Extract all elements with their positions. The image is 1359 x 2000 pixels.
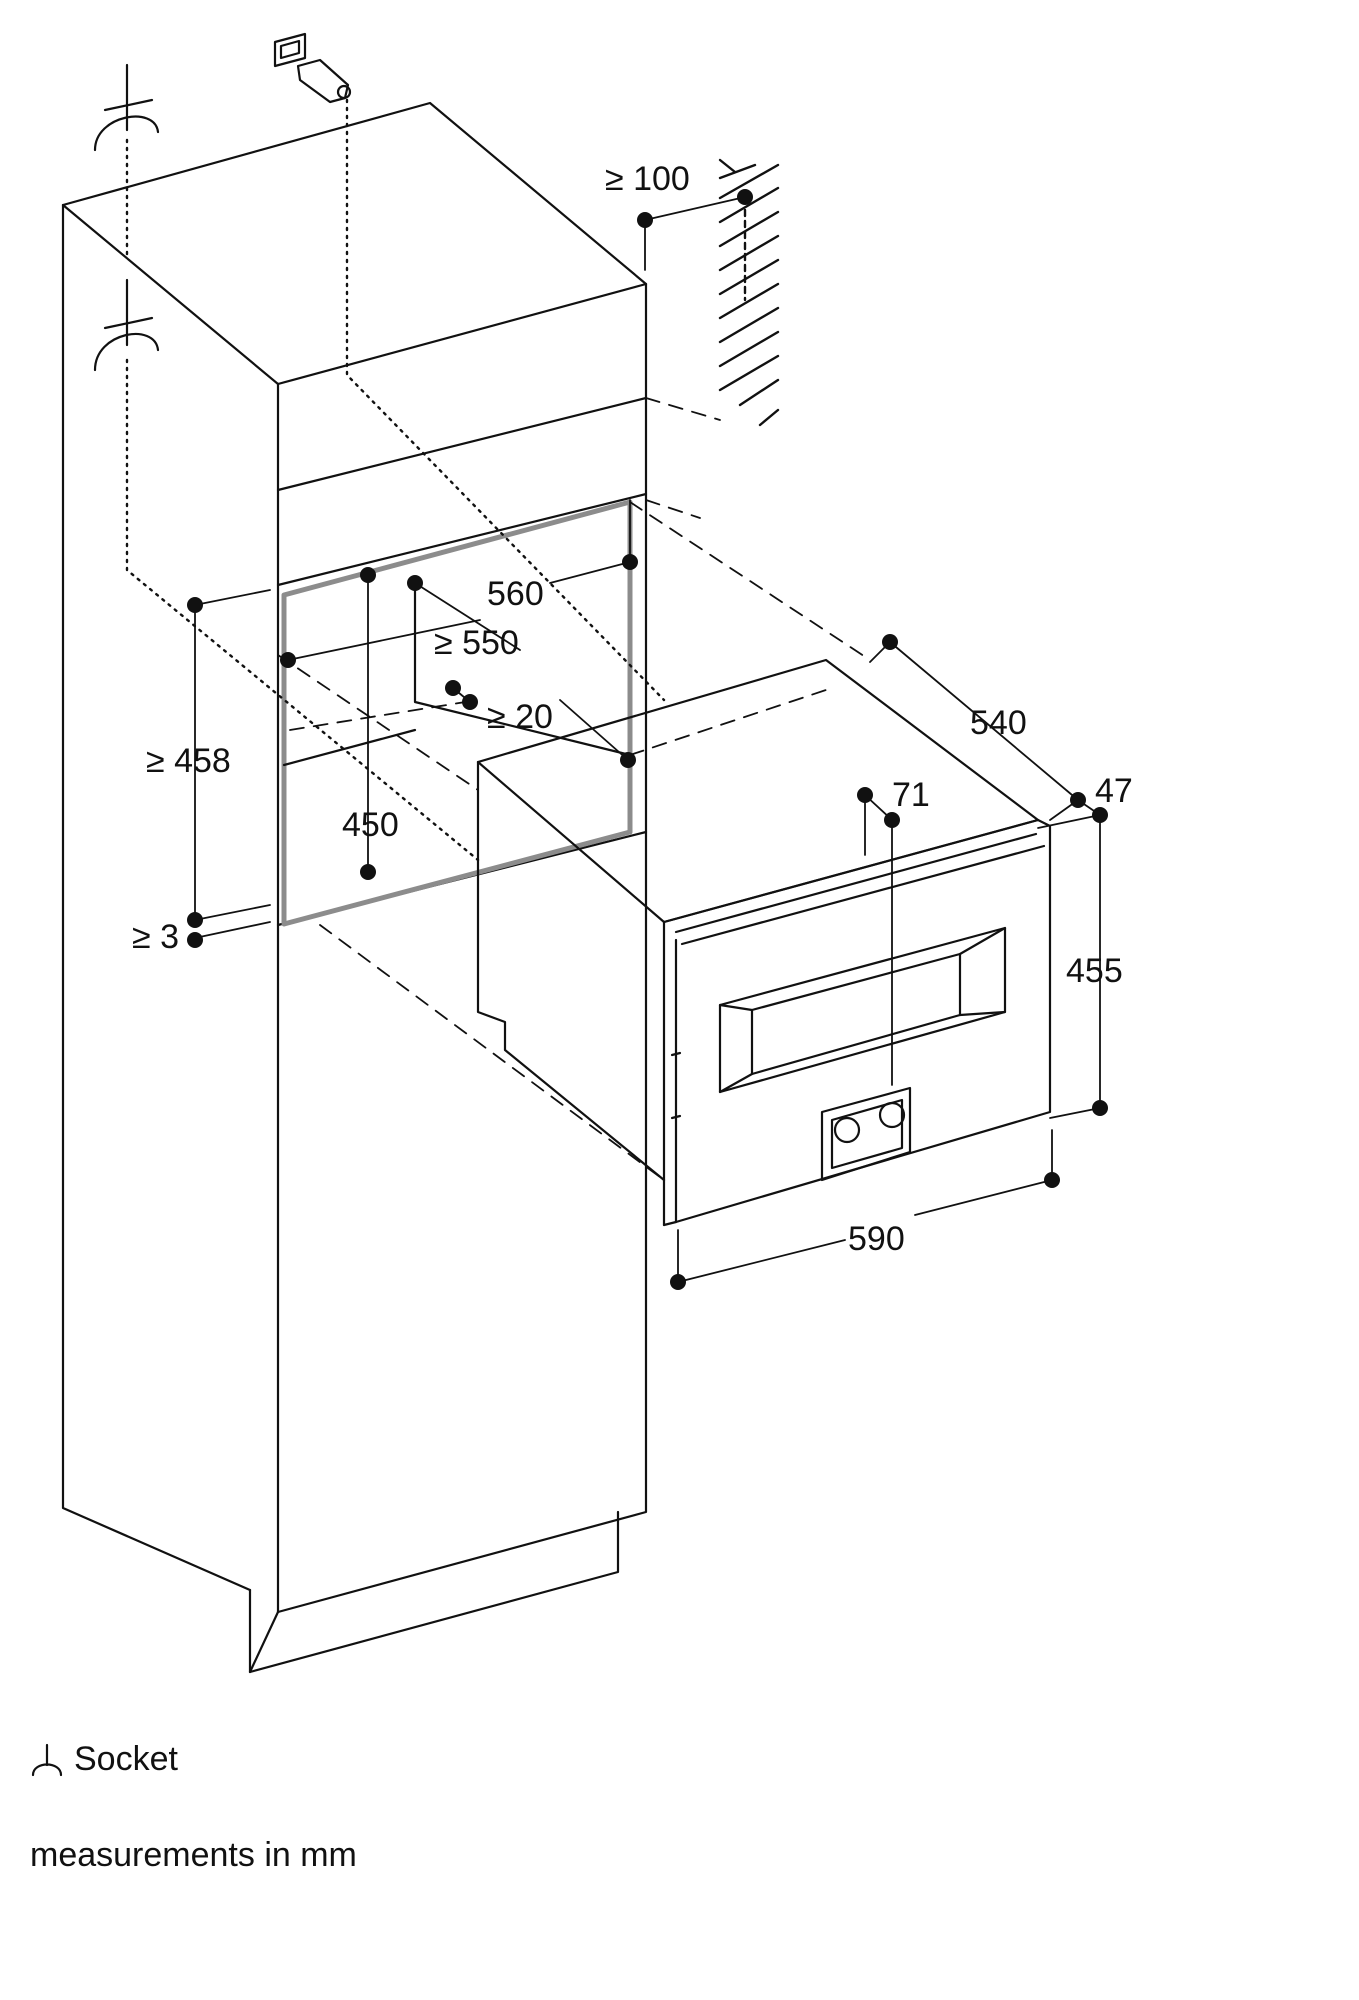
dim-590: 590 <box>848 1220 905 1258</box>
dimension-lines <box>194 196 1101 1283</box>
dim-550: ≥ 550 <box>434 624 519 662</box>
dim-71: 71 <box>892 776 930 814</box>
units-note: measurements in mm <box>30 1836 357 1874</box>
dim-560: 560 <box>487 575 544 613</box>
dim-540: 540 <box>970 704 1027 742</box>
dim-3: ≥ 3 <box>132 918 179 956</box>
appliance-body <box>476 658 1052 1227</box>
legend-socket: Socket <box>30 1740 178 1779</box>
tall-cabinet <box>61 101 648 1674</box>
socket-icon <box>93 63 160 152</box>
dim-450: 450 <box>342 806 399 844</box>
cable-route <box>125 98 666 862</box>
projection-lines <box>277 397 871 1181</box>
niche-opening <box>281 499 633 927</box>
dim-47: 47 <box>1095 772 1133 810</box>
dimension-points <box>187 189 1108 1290</box>
dim-458: ≥ 458 <box>146 742 231 780</box>
socket-icon <box>93 278 160 372</box>
dim-20: ≥ 20 <box>487 698 553 736</box>
dim-455: 455 <box>1066 952 1123 990</box>
dim-100: ≥ 100 <box>605 160 690 198</box>
network-plug-icon <box>273 32 352 104</box>
socket-icon <box>31 1743 63 1776</box>
legend-socket-label: Socket <box>74 1740 178 1778</box>
wall-hatch <box>718 158 780 427</box>
